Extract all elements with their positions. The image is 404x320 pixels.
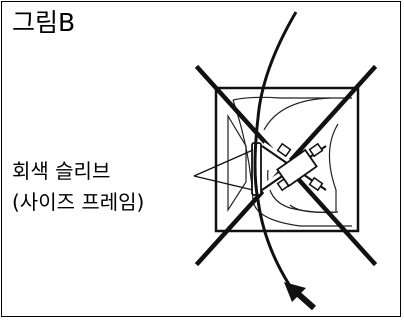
callout-leader-1 [193, 149, 254, 177]
figure-frame: 그림B 회색 슬리브 (사이즈 프레임) [1, 1, 401, 317]
outer-frame-square [214, 86, 360, 233]
callout-leader-2 [193, 175, 254, 191]
callout-label-line2: (사이즈 프레임) [12, 190, 145, 214]
callout-label-line1: 회색 슬리브 [12, 159, 111, 183]
arrow-icon [284, 282, 316, 311]
figure-title: 그림B [12, 8, 76, 37]
cable-curve [253, 11, 298, 287]
sleeve-crossbar [259, 142, 329, 194]
left-panel [227, 113, 247, 213]
